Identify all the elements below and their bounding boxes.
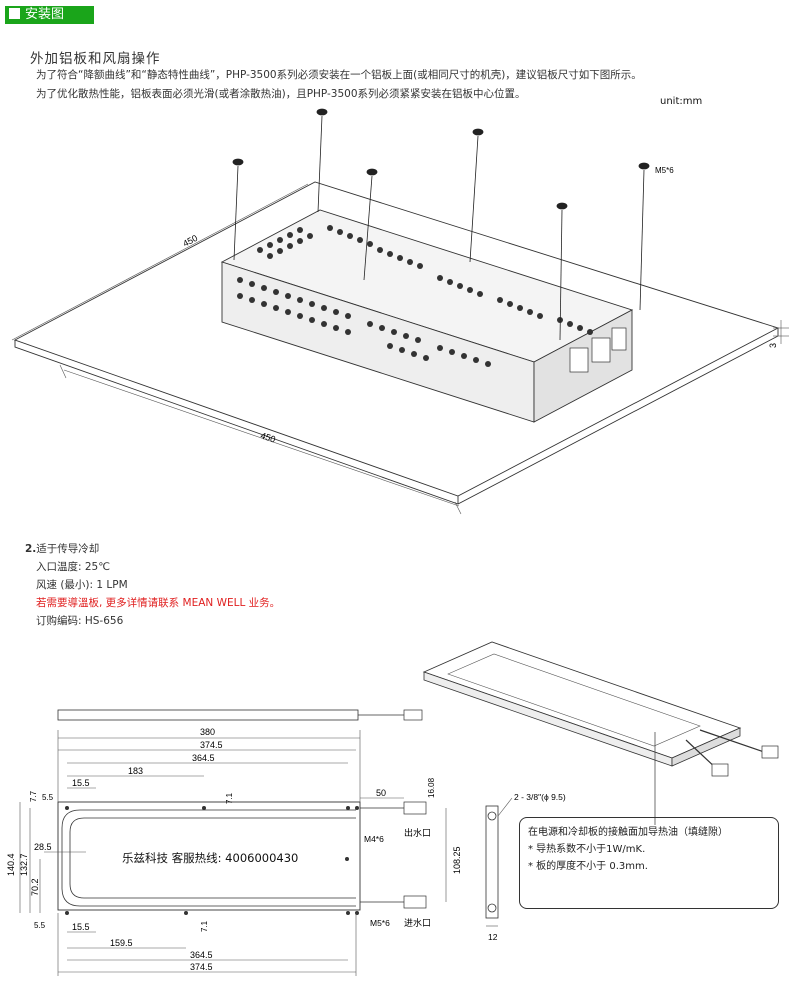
cooling-title: 2.适于传导冷却 <box>25 543 100 555</box>
flow-rate: 风速 (最小): 1 LPM <box>36 579 128 591</box>
dim-70-2: 70.2 <box>30 878 40 896</box>
note-line-2: * 导热系数不小于1W/mK. <box>528 844 646 855</box>
dim-374-5-bottom: 374.5 <box>190 962 213 972</box>
inlet-temp: 入口温度: 25℃ <box>36 561 111 573</box>
dim-5-5-top: 5.5 <box>42 793 54 802</box>
dim-364-5-bottom: 364.5 <box>190 950 213 960</box>
dim-16-08: 16.08 <box>427 777 436 798</box>
dim-380: 380 <box>200 727 215 737</box>
cold-plate-side-view <box>57 709 359 721</box>
cold-plate-end-view <box>485 805 499 919</box>
dim-364-5: 364.5 <box>192 753 215 763</box>
inlet-label: 进水口 <box>404 917 431 928</box>
dim-7-1-bottom: 7.1 <box>200 920 209 932</box>
instruction-line-1: 为了符合“降额曲线”和“静态特性曲线”，PHP-3500系列必须安装在一个铝板上… <box>36 69 642 81</box>
dim-132-7: 132.7 <box>19 853 29 876</box>
installation-drawing: 450 450 3 M5*6 <box>11 108 789 515</box>
cold-plate-drawing: 380 374.5 364.5 183 15.5 7.7 5.5 7.1 50 … <box>6 641 779 976</box>
pipe-size-label: 2 - 3/8"(ϕ 9.5) <box>514 792 566 802</box>
square-icon <box>9 8 20 19</box>
dim-159-5: 159.5 <box>110 938 133 948</box>
plate-dim-b: 450 <box>259 430 276 444</box>
end-width-label: 12 <box>488 932 498 942</box>
instruction-line-2: 为了优化散热性能，铝板表面必须光滑(或者涂散热油)，且PHP-3500系列必须紧… <box>36 88 526 100</box>
section-header-label: 安装图 <box>25 7 65 22</box>
dim-15-5-bottom: 15.5 <box>72 922 90 932</box>
dim-50: 50 <box>376 788 386 798</box>
dim-7-7: 7.7 <box>29 790 38 802</box>
section-title: 外加铝板和风扇操作 <box>30 51 161 67</box>
screw-icons <box>232 108 650 341</box>
cold-plate-top-view <box>57 801 361 911</box>
dim-108-25: 108.25 <box>452 846 462 874</box>
note-box: 在电源和冷却板的接触面加导热油（填缝隙） * 导热系数不小于1W/mK. * 板… <box>519 817 779 909</box>
screw-size-label: M5*6 <box>655 166 674 175</box>
cold-plate-iso <box>422 641 742 759</box>
psu-vent-holes <box>237 225 593 367</box>
note-line-3: * 板的厚度不小于 0.3mm. <box>528 861 648 872</box>
section-header: 安装图 <box>5 6 94 24</box>
order-code: 订购编码: HS-656 <box>36 615 124 627</box>
dim-28-5: 28.5 <box>34 842 52 852</box>
dim-140-4: 140.4 <box>6 853 16 876</box>
terminal-block <box>569 327 627 373</box>
dim-15-5: 15.5 <box>72 778 90 788</box>
unit-label: unit:mm <box>660 96 703 107</box>
dim-7-1-top: 7.1 <box>225 792 234 804</box>
dim-183: 183 <box>128 766 143 776</box>
m4-label: M4*6 <box>364 834 384 844</box>
m5-label: M5*6 <box>370 918 390 928</box>
outlet-label: 出水口 <box>404 827 431 838</box>
note-line-1: 在电源和冷却板的接触面加导热油（填缝隙） <box>528 827 728 838</box>
plate-thickness: 3 <box>768 343 778 348</box>
dim-374-5: 374.5 <box>200 740 223 750</box>
contact-note: 若需要導溫板, 更多详情请联系 MEAN WELL 业务。 <box>36 597 281 609</box>
watermark-text: 乐兹科技 客服热线: 4006000430 <box>122 851 299 865</box>
dim-5-5-bottom: 5.5 <box>34 921 46 930</box>
